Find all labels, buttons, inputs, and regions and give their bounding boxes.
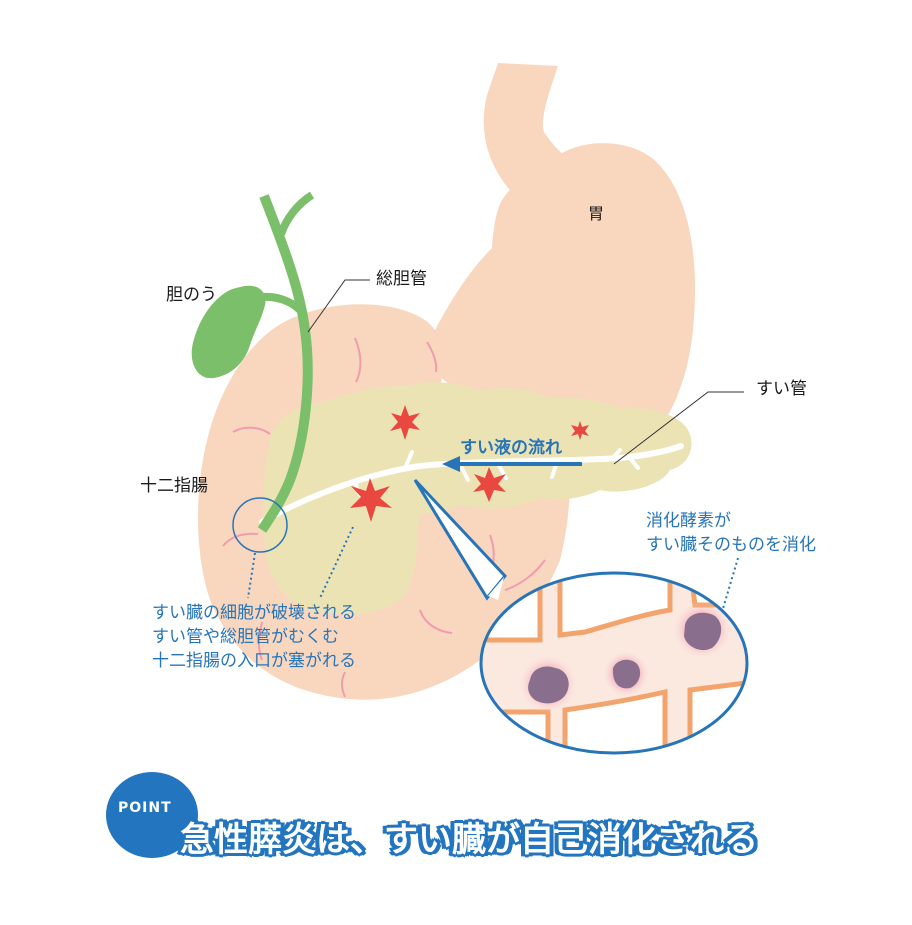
point-badge [106, 772, 198, 858]
callout-damage-line: すい臓の細胞が破壊される [152, 603, 356, 623]
label-common-bile-duct: 総胆管 [376, 269, 427, 289]
callout-damage-line: 十二指腸の入口が塞がれる [152, 651, 356, 671]
gallbladder-and-bile-duct [191, 191, 315, 533]
point-headline: 急性膵炎は、すい臓が自己消化される [180, 820, 758, 860]
leader-pancreatic-duct [613, 391, 744, 465]
label-pancreatic-juice-flow: すい液の流れ [460, 438, 562, 458]
flow-arrow [442, 456, 582, 472]
callout-digestion: 消化酵素が すい臓そのものを消化 [646, 509, 816, 557]
inflammation-star [571, 421, 589, 440]
inflammation-star [473, 467, 506, 502]
inflammation-star [390, 405, 420, 440]
damaged-cell [612, 659, 641, 689]
leader-lines [307, 279, 744, 465]
callout-damage: すい臓の細胞が破壊される すい管や総胆管がむくむ 十二指腸の入口が塞がれる [152, 601, 356, 673]
callout-damage-line: すい管や総胆管がむくむ [152, 627, 339, 647]
label-duodenum: 十二指腸 [140, 476, 208, 496]
label-gallbladder: 胆のう [166, 285, 217, 305]
damaged-cell [528, 666, 569, 704]
callout-digestion-line: すい臓そのものを消化 [646, 535, 816, 555]
callout-digestion-line: 消化酵素が [646, 511, 731, 531]
arrow-left-icon [442, 456, 460, 472]
leader-common-bile-duct [307, 279, 370, 333]
inflammation-markers [350, 405, 589, 522]
dotted-pointers [247, 526, 739, 613]
damaged-cell [684, 612, 722, 651]
point-badge-label: POINT [118, 800, 172, 816]
label-pancreatic-duct: すい管 [756, 379, 807, 399]
duodenal-entrance-circle [232, 497, 288, 553]
inflammation-star [350, 478, 392, 522]
stomach [427, 63, 696, 450]
label-stomach: 胃 [588, 204, 605, 223]
